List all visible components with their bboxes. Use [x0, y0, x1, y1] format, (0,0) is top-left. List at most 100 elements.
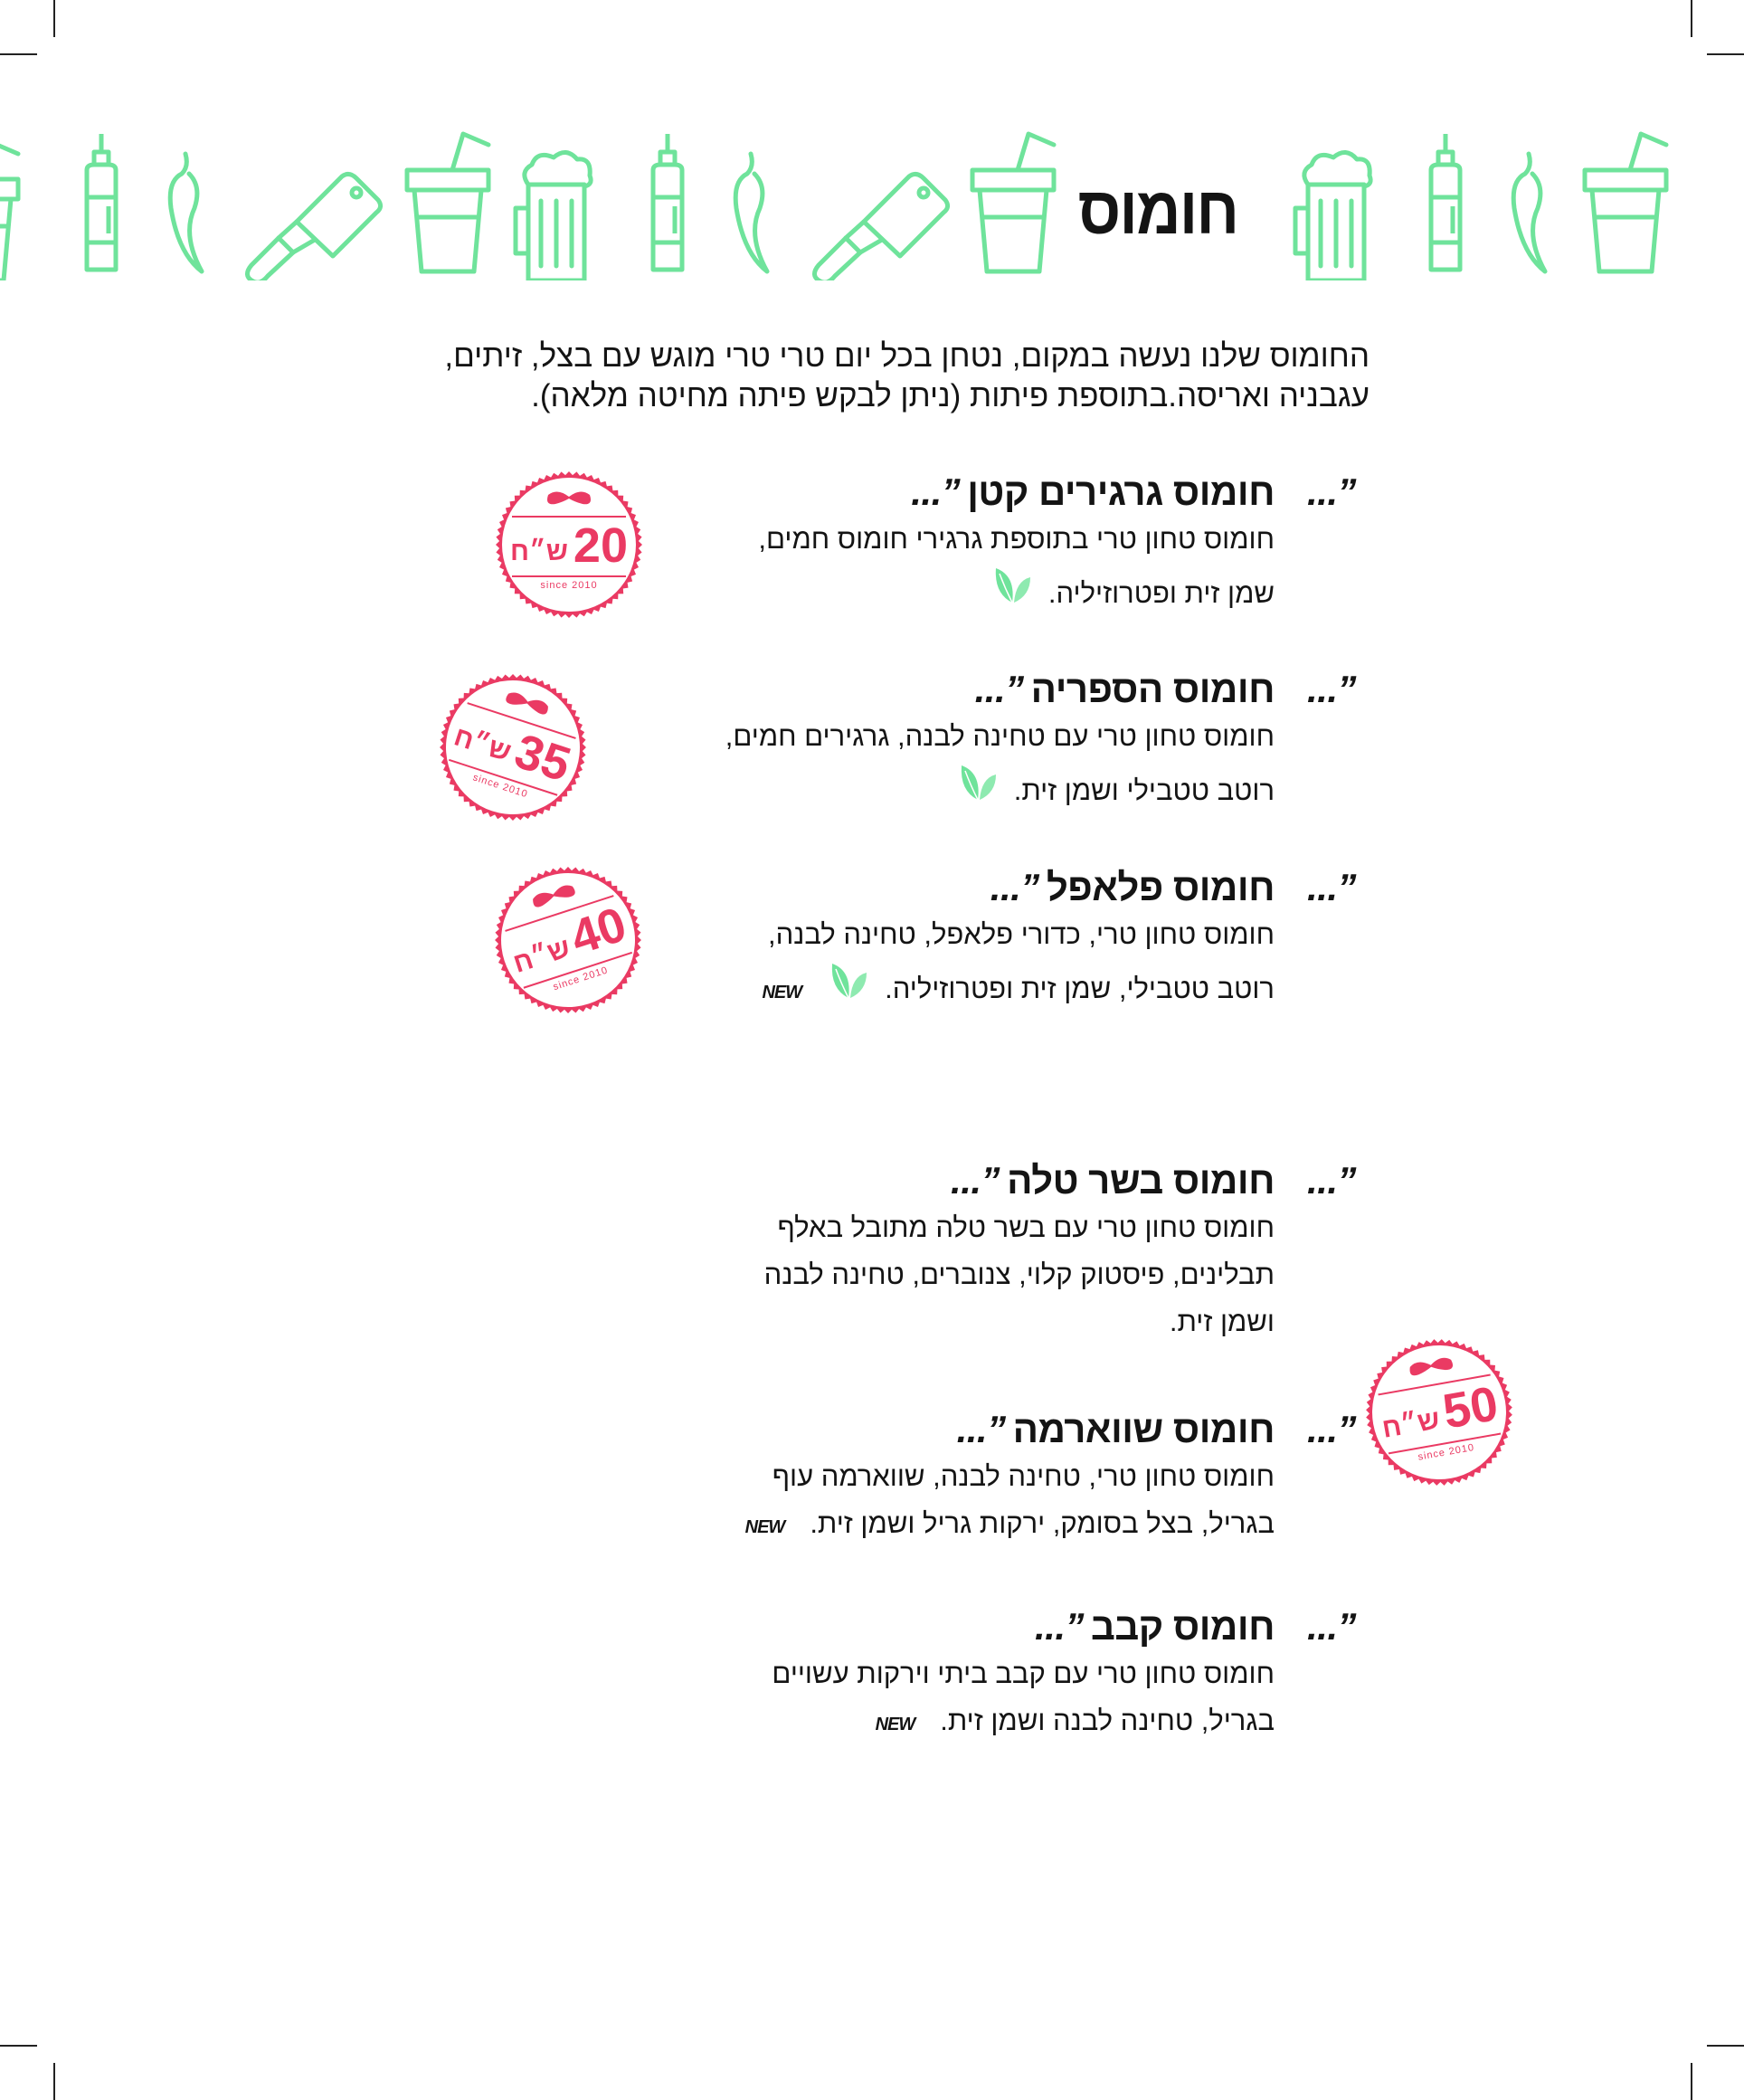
item-title: חומוס הספריה...”	[460, 666, 1275, 713]
quote-mark: ...”	[990, 866, 1040, 908]
new-label: NEW	[875, 1715, 916, 1734]
new-label: NEW	[762, 983, 802, 1002]
vegan-leaf-icon	[956, 760, 1000, 803]
description-line: רוטב טטבילי ושמן זית.	[460, 760, 1275, 814]
quote-mark: ...”	[1306, 1408, 1357, 1450]
sauce-bottle-icon	[1431, 134, 1460, 270]
new-label: NEW	[744, 1517, 786, 1537]
cup-icon	[0, 143, 18, 280]
chili-icon	[735, 154, 767, 271]
description-line: תבלינים, פיסטוק קלוי, צנוברים, טחינה לבנ…	[460, 1251, 1275, 1298]
description-line: חומוס טחון טרי, טחינה לבנה, שווארמה עוף	[460, 1453, 1275, 1500]
item-title: חומוס בשר טלה...”	[460, 1157, 1275, 1204]
description-line: בגריל, טחינה לבנה ושמן זית. NEW	[460, 1697, 1275, 1748]
mustache-icon	[533, 885, 575, 907]
item-description: חומוס טחון טרי עם בשר טלה מתובל באלף תבלי…	[460, 1204, 1275, 1345]
quote-mark: ...”	[1306, 1159, 1357, 1202]
intro-line: עגבניה ואריסה.בתוספת פיתות (ניתן לבקש פי…	[531, 378, 1370, 413]
description-text: בגריל, טחינה לבנה ושמן זית.	[940, 1705, 1275, 1736]
item-description: חומוס טחון טרי עם טחינה לבנה, גרגירים חמ…	[460, 713, 1275, 814]
description-line: רוטב טטבילי, שמן זית ופטרוזיליה. NEW	[460, 958, 1275, 1016]
crop-mark	[0, 2045, 37, 2047]
item-title-text: חומוס הספריה	[1030, 668, 1275, 710]
quote-mark: ...”	[911, 470, 961, 513]
item-title: חומוס גרגירים קטן...”	[460, 469, 1275, 516]
description-text: רוטב טטבילי ושמן זית.	[1013, 774, 1275, 806]
description-line: ושמן זית.	[460, 1298, 1275, 1345]
menu-item: ...”חומוס הספריה...”חומוס טחון טרי עם טח…	[460, 666, 1357, 814]
quote-mark: ...”	[1306, 866, 1357, 908]
menu-item: ...”חומוס בשר טלה...”חומוס טחון טרי עם ב…	[460, 1157, 1357, 1345]
item-title: חומוס קבב...”	[460, 1603, 1275, 1650]
description-line: חומוס טחון טרי עם טחינה לבנה, גרגירים חמ…	[460, 713, 1275, 760]
item-title: חומוס פלאפל...”	[460, 864, 1275, 911]
intro-line: החומוס שלנו נעשה במקום, נטחן בכל יום טרי…	[444, 338, 1370, 374]
crop-mark	[0, 53, 37, 55]
description-text: חומוס טחון טרי עם קבב ביתי וירקות עשויים	[772, 1658, 1275, 1689]
cup-icon	[407, 134, 488, 271]
menu-item: ...”חומוס שווארמה...”חומוס טחון טרי, טחי…	[460, 1406, 1357, 1551]
item-description: חומוס טחון טרי, טחינה לבנה, שווארמה עוף ב…	[460, 1453, 1275, 1551]
crop-mark	[1691, 2063, 1692, 2100]
currency-label: ש״ח	[509, 932, 574, 979]
price-value: 50	[1438, 1376, 1502, 1440]
mustache-icon	[1409, 1357, 1454, 1376]
item-title-text: חומוס גרגירים קטן	[967, 470, 1275, 513]
vegan-leaf-icon	[990, 563, 1034, 606]
crop-mark	[1691, 0, 1692, 37]
description-text: חומוס טחון טרי עם בשר טלה מתובל באלף	[777, 1212, 1275, 1243]
item-description: חומוס טחון טרי עם קבב ביתי וירקות עשויים…	[460, 1650, 1275, 1748]
description-text: חומוס טחון טרי, כדורי פלאפל, טחינה לבנה,	[768, 918, 1275, 950]
sauce-bottle-icon	[653, 134, 682, 270]
beer-mug-icon	[516, 152, 591, 280]
description-line: חומוס טחון טרי עם קבב ביתי וירקות עשויים	[460, 1650, 1275, 1697]
cup-icon	[972, 134, 1054, 271]
currency-label: ש״ח	[1379, 1404, 1443, 1444]
cup-icon	[1585, 134, 1666, 271]
chili-icon	[1513, 154, 1545, 271]
description-line: חומוס טחון טרי, כדורי פלאפל, טחינה לבנה,	[460, 911, 1275, 958]
quote-mark: ...”	[1035, 1605, 1085, 1648]
description-text: חומוס טחון טרי עם טחינה לבנה, גרגירים חמ…	[725, 720, 1275, 752]
menu-item: ...”חומוס פלאפל...”חומוס טחון טרי, כדורי…	[460, 864, 1356, 1016]
description-line: שמן זית ופטרוזיליה.	[460, 563, 1275, 617]
description-text: חומוס טחון טרי, טחינה לבנה, שווארמה עוף	[772, 1460, 1275, 1492]
description-text: רוטב טטבילי, שמן זית ופטרוזיליה.	[885, 973, 1275, 1004]
currency-label: ש״ח	[510, 537, 568, 566]
quote-mark: ...”	[974, 668, 1025, 710]
description-line: בגריל, בצל בסומק, ירקות גריל ושמן זית.NE…	[460, 1500, 1275, 1551]
food-icon-band	[0, 118, 1744, 280]
vegan-leaf-icon	[827, 958, 870, 1002]
crop-mark	[53, 0, 55, 37]
quote-mark: ...”	[1306, 470, 1357, 513]
crop-mark	[53, 2063, 55, 2100]
cleaver-icon	[247, 174, 380, 280]
item-description: חומוס טחון טרי, כדורי פלאפל, טחינה לבנה,…	[460, 911, 1275, 1016]
description-text: ושמן זית.	[1169, 1306, 1275, 1337]
intro-text: החומוס שלנו נעשה במקום, נטחן בכל יום טרי…	[393, 337, 1370, 416]
chili-icon	[170, 154, 202, 271]
beer-mug-icon	[1295, 152, 1370, 280]
item-title: חומוס שווארמה...”	[460, 1406, 1275, 1453]
item-title-text: חומוס שווארמה	[1012, 1408, 1275, 1450]
mustache-icon	[506, 692, 548, 715]
mustache-icon	[547, 491, 591, 505]
quote-mark: ...”	[956, 1408, 1007, 1450]
menu-item: ...”חומוס קבב...”חומוס טחון טרי עם קבב ב…	[460, 1603, 1356, 1748]
crop-mark	[1707, 2045, 1744, 2047]
quote-mark: ...”	[1306, 668, 1357, 710]
description-text: חומוס טחון טרי בתוספת גרגירי חומוס חמים,	[758, 523, 1275, 555]
cleaver-icon	[814, 174, 947, 280]
menu-item: ...”חומוס גרגירים קטן...”חומוס טחון טרי …	[460, 469, 1356, 617]
description-text: תבלינים, פיסטוק קלוי, צנוברים, טחינה לבנ…	[763, 1259, 1275, 1290]
price-value: 40	[564, 897, 633, 965]
description-line: חומוס טחון טרי עם בשר טלה מתובל באלף	[460, 1204, 1275, 1251]
item-title-text: חומוס קבב	[1091, 1605, 1275, 1648]
price-value: 20	[573, 518, 628, 573]
price-value: 35	[508, 723, 577, 793]
